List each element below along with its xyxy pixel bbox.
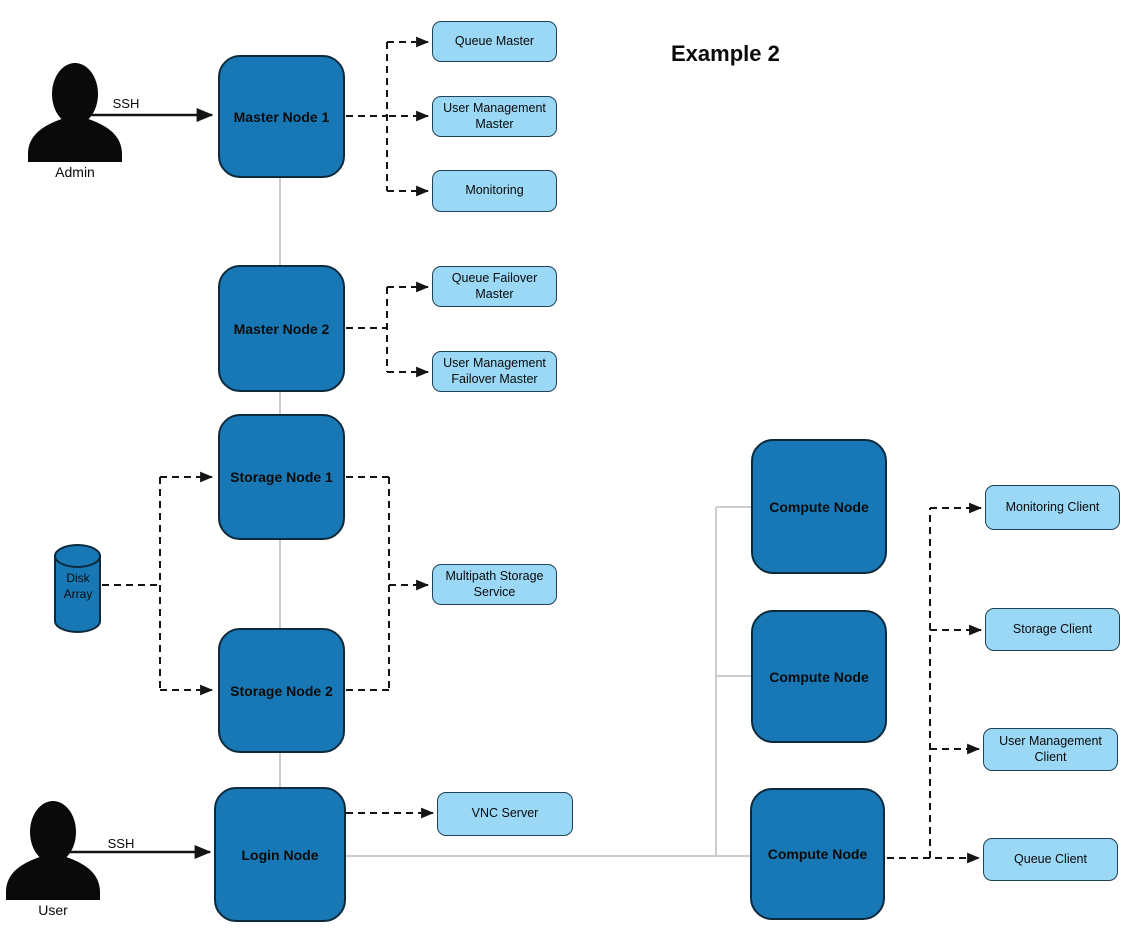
user-ssh-label: SSH: [107, 836, 135, 851]
service-user-management-failover-master: User Management Failover Master: [432, 351, 557, 392]
disk-array-label: Disk Array: [63, 571, 93, 601]
service-queue-client: Queue Client: [983, 838, 1118, 881]
admin-ssh-label: SSH: [112, 96, 140, 111]
service-user-management-client: User Management Client: [983, 728, 1118, 771]
ssh-edges: [64, 108, 214, 859]
service-monitoring-client: Monitoring Client: [985, 485, 1120, 530]
user-label: User: [38, 902, 68, 918]
node-storage-2: Storage Node 2: [218, 628, 345, 753]
service-queue-failover-master: Queue Failover Master: [432, 266, 557, 307]
node-login: Login Node: [214, 787, 346, 922]
service-monitoring: Monitoring: [432, 170, 557, 212]
node-compute-1: Compute Node: [751, 439, 887, 574]
service-storage-client: Storage Client: [985, 608, 1120, 651]
admin-person-icon: [28, 63, 122, 162]
disk-array-icon: [54, 544, 101, 633]
node-compute-3: Compute Node: [750, 788, 885, 920]
service-user-management-master: User Management Master: [432, 96, 557, 137]
node-master-1: Master Node 1: [218, 55, 345, 178]
service-multipath-storage: Multipath Storage Service: [432, 564, 557, 605]
node-master-2: Master Node 2: [218, 265, 345, 392]
node-bus-lines: [279, 178, 751, 857]
user-person-icon: [6, 801, 100, 900]
diagram-title: Example 2: [671, 41, 780, 66]
service-queue-master: Queue Master: [432, 21, 557, 62]
node-compute-2: Compute Node: [751, 610, 887, 743]
service-vnc-server: VNC Server: [437, 792, 573, 836]
node-storage-1: Storage Node 1: [218, 414, 345, 540]
admin-label: Admin: [55, 164, 95, 180]
dashed-edges: [102, 36, 983, 864]
